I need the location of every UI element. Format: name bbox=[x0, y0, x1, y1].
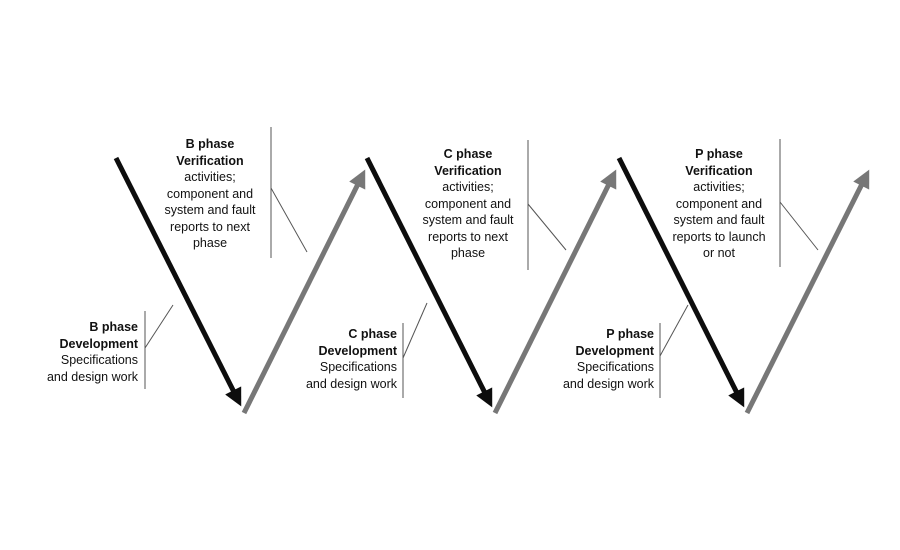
p-verification-arrow bbox=[744, 169, 870, 415]
b-development-arrow bbox=[113, 156, 242, 407]
c-development-label: C phase Development Specifications and d… bbox=[276, 326, 397, 392]
c-development-arrow bbox=[364, 156, 493, 408]
c-verification-phase: C phase bbox=[443, 147, 493, 161]
p-verification-title: Verification bbox=[685, 163, 753, 178]
b-development-body: Specifications and design work bbox=[46, 353, 138, 384]
c-development-phase: C phase bbox=[348, 327, 397, 341]
b-verification-title: Verification bbox=[176, 153, 244, 168]
c-development-title: Development bbox=[318, 343, 398, 358]
b-development-label: B phase Development Specifications and d… bbox=[30, 319, 138, 385]
b-development-leader bbox=[144, 304, 174, 349]
c-verification-body: activities; component and system and fau… bbox=[422, 180, 514, 260]
b-verification-phase: B phase bbox=[185, 137, 235, 151]
c-verification-leader bbox=[527, 203, 567, 251]
p-development-arrow bbox=[616, 156, 745, 408]
c-verification-arrow bbox=[492, 169, 617, 415]
b-verification-body: activities; component and system and fau… bbox=[164, 170, 256, 250]
p-development-label: P phase Development Specifications and d… bbox=[532, 326, 654, 392]
p-verification-leader bbox=[779, 201, 819, 251]
p-development-leader bbox=[659, 304, 689, 357]
p-verification-phase: P phase bbox=[695, 147, 743, 161]
p-development-title: Development bbox=[575, 343, 655, 358]
c-verification-title: Verification bbox=[434, 163, 502, 178]
p-development-body: Specifications and design work bbox=[562, 360, 654, 391]
p-verification-body: activities; component and system and fau… bbox=[672, 180, 766, 260]
p-verification-label: P phase Verification activities; compone… bbox=[663, 146, 775, 262]
c-verification-label: C phase Verification activities; compone… bbox=[413, 146, 523, 262]
c-development-body: Specifications and design work bbox=[305, 360, 397, 391]
b-development-title: Development bbox=[59, 336, 139, 351]
b-verification-arrow bbox=[241, 169, 366, 415]
b-verification-label: B phase Verification activities; compone… bbox=[155, 136, 265, 252]
b-verification-leader bbox=[270, 187, 308, 253]
c-development-leader bbox=[402, 302, 428, 359]
b-development-phase: B phase bbox=[89, 320, 138, 334]
p-development-phase: P phase bbox=[606, 327, 654, 341]
